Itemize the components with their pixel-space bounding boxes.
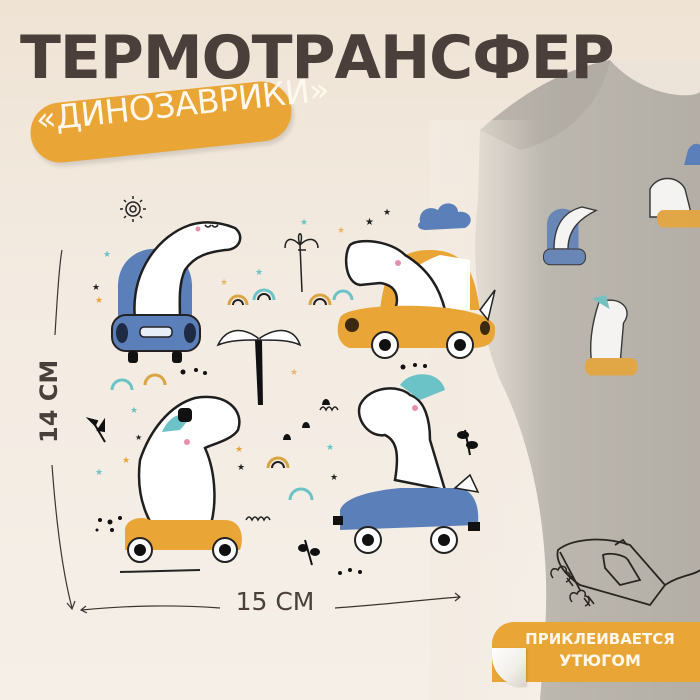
badge-text-line1: ПРИКЛЕИВАЕТСЯ (525, 630, 675, 648)
height-dimension-label: 14 СМ (35, 359, 63, 443)
badge-text-line2: УТЮГОМ (559, 651, 641, 670)
iron-on-badge (492, 622, 700, 682)
width-dimension-label: 15 СМ (235, 587, 315, 616)
page-title: ТЕРМОТРАНСФЕР (20, 23, 615, 93)
